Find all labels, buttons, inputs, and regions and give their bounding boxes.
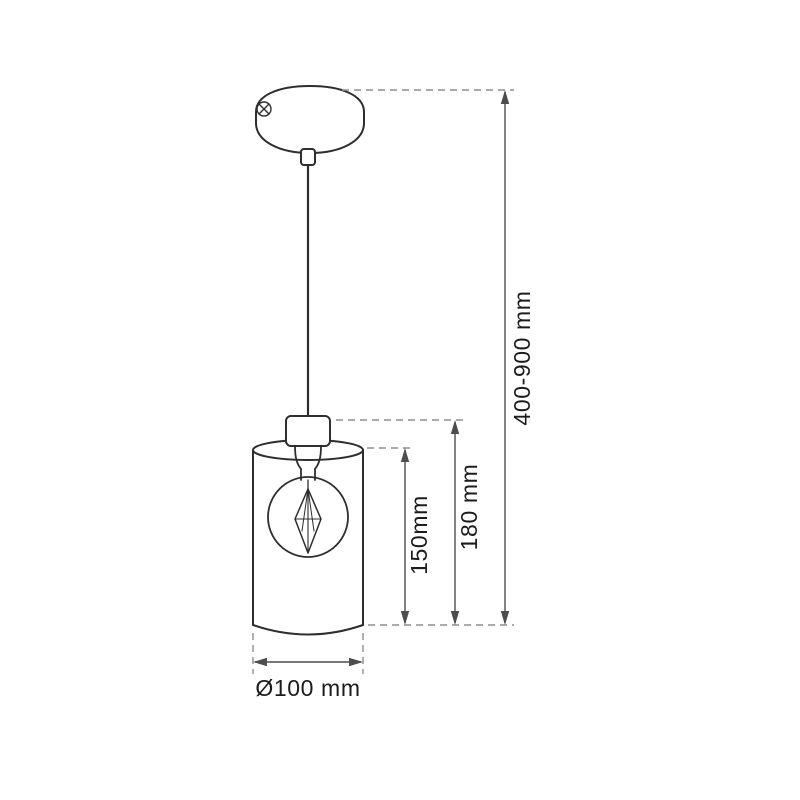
cord-connector [300, 148, 316, 166]
shade-bottom [252, 624, 364, 636]
arrow-left-icon [253, 657, 267, 667]
dimension-arrows [253, 90, 510, 667]
screw-icon [256, 101, 272, 117]
dimension-lines [255, 92, 506, 663]
arrow-down-icon [500, 611, 510, 625]
arrow-down-icon [450, 611, 460, 625]
crystal-facet-left [301, 488, 309, 532]
label-shade-diameter: Ø100 mm [255, 675, 360, 701]
label-shade-height: 150mm [406, 495, 432, 575]
dimension-labels: 400-900 mm 180 mm 150mm Ø100 mm [255, 290, 535, 701]
label-overall-height: 400-900 mm [509, 290, 535, 425]
arrow-right-icon [349, 657, 363, 667]
ceiling-canopy [255, 85, 365, 154]
extension-lines [252, 89, 514, 674]
crystal-facet-right [307, 488, 315, 532]
label-fixture-height: 180 mm [456, 464, 482, 551]
socket-cup [285, 415, 331, 447]
arrow-up-icon [450, 420, 460, 434]
lamp-drawing [252, 85, 365, 636]
bulb [267, 476, 349, 558]
bulb-glass [267, 476, 349, 558]
arrow-up-icon [400, 448, 410, 462]
arrow-down-icon [400, 611, 410, 625]
socket-neck [294, 445, 322, 481]
arrow-up-icon [500, 90, 510, 104]
